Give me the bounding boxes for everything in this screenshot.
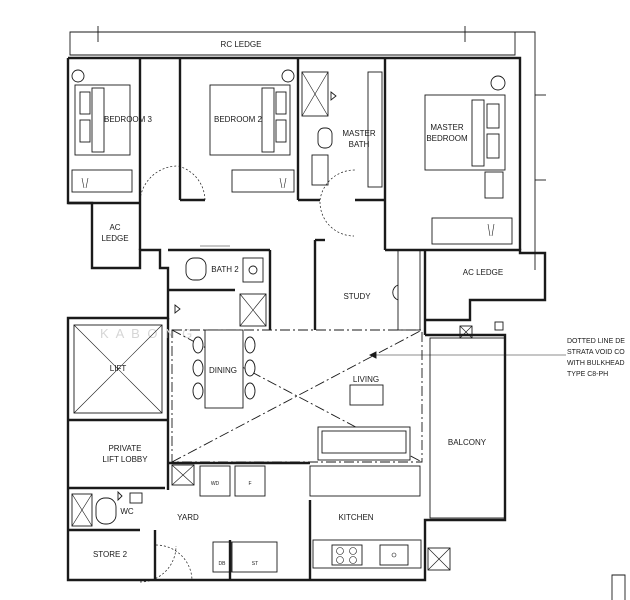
label-ac-ledge-right: AC LEDGE [463,268,503,277]
label-yard: YARD [177,513,199,522]
label-master-bath-line1: MASTER [342,129,376,138]
tag-st: ST [252,561,258,567]
strata-void-note: DOTTED LINE DE STRATA VOID CO WITH BULKH… [567,338,625,378]
adjacent-unit-fragment [611,574,626,600]
tag-db: DB [219,561,227,567]
label-study: STUDY [343,292,371,301]
label-bath2: BATH 2 [211,265,239,274]
yard-fixtures [171,464,278,573]
label-master-bath-line2: BATH [349,140,370,149]
label-ac-ledge-left-line2: LEDGE [101,234,128,243]
note-line2: STRATA VOID CO [567,349,625,356]
label-kitchen: KITCHEN [338,513,373,522]
label-bedroom3: BEDROOM 3 [104,115,153,124]
lift-shaft [73,324,163,414]
watermark: K A B O N G [100,326,194,341]
label-living: LIVING [353,375,379,384]
note-leader [368,321,566,359]
bedroom2-bed [209,69,295,193]
room-labels: RC LEDGE BEDROOM 3 BEDROOM 2 MASTER BATH… [93,40,503,559]
tag-fridge: F [248,481,251,487]
label-private-lift-lobby-line1: PRIVATE [108,444,141,453]
note-line1: DOTTED LINE DE [567,338,625,345]
label-lift: LIFT [110,364,127,373]
study-furniture [392,249,421,331]
label-wc: WC [120,507,134,516]
label-bedroom2: BEDROOM 2 [214,115,263,124]
balcony-fixtures [427,325,506,571]
label-store2: STORE 2 [93,550,128,559]
living-furniture [317,384,411,461]
label-master-bedroom-line1: MASTER [430,123,464,132]
bath2-fixtures [174,257,267,327]
door-swings [139,165,356,583]
master-bath-fixtures [301,71,383,188]
interior-walls [68,58,427,580]
tag-washer-dryer: WD [211,481,220,487]
label-balcony: BALCONY [448,438,487,447]
rc-ledge-outline [69,26,546,270]
note-line4: TYPE C8-PH [567,371,608,378]
note-line3: WITH BULKHEAD [567,360,625,367]
bedroom3-bed [71,69,133,193]
dining-table [192,329,256,409]
label-private-lift-lobby-line2: LIFT LOBBY [102,455,148,464]
label-dining: DINING [209,366,237,375]
master-bedroom-bed [424,75,513,245]
fixture-tags: WD F DB ST [211,481,258,567]
label-ac-ledge-left-line1: AC [109,223,120,232]
label-master-bedroom-line2: BEDROOM [426,134,468,143]
label-rc-ledge: RC LEDGE [221,40,262,49]
kitchen-counters [309,465,422,569]
wc-fixtures [71,490,143,527]
